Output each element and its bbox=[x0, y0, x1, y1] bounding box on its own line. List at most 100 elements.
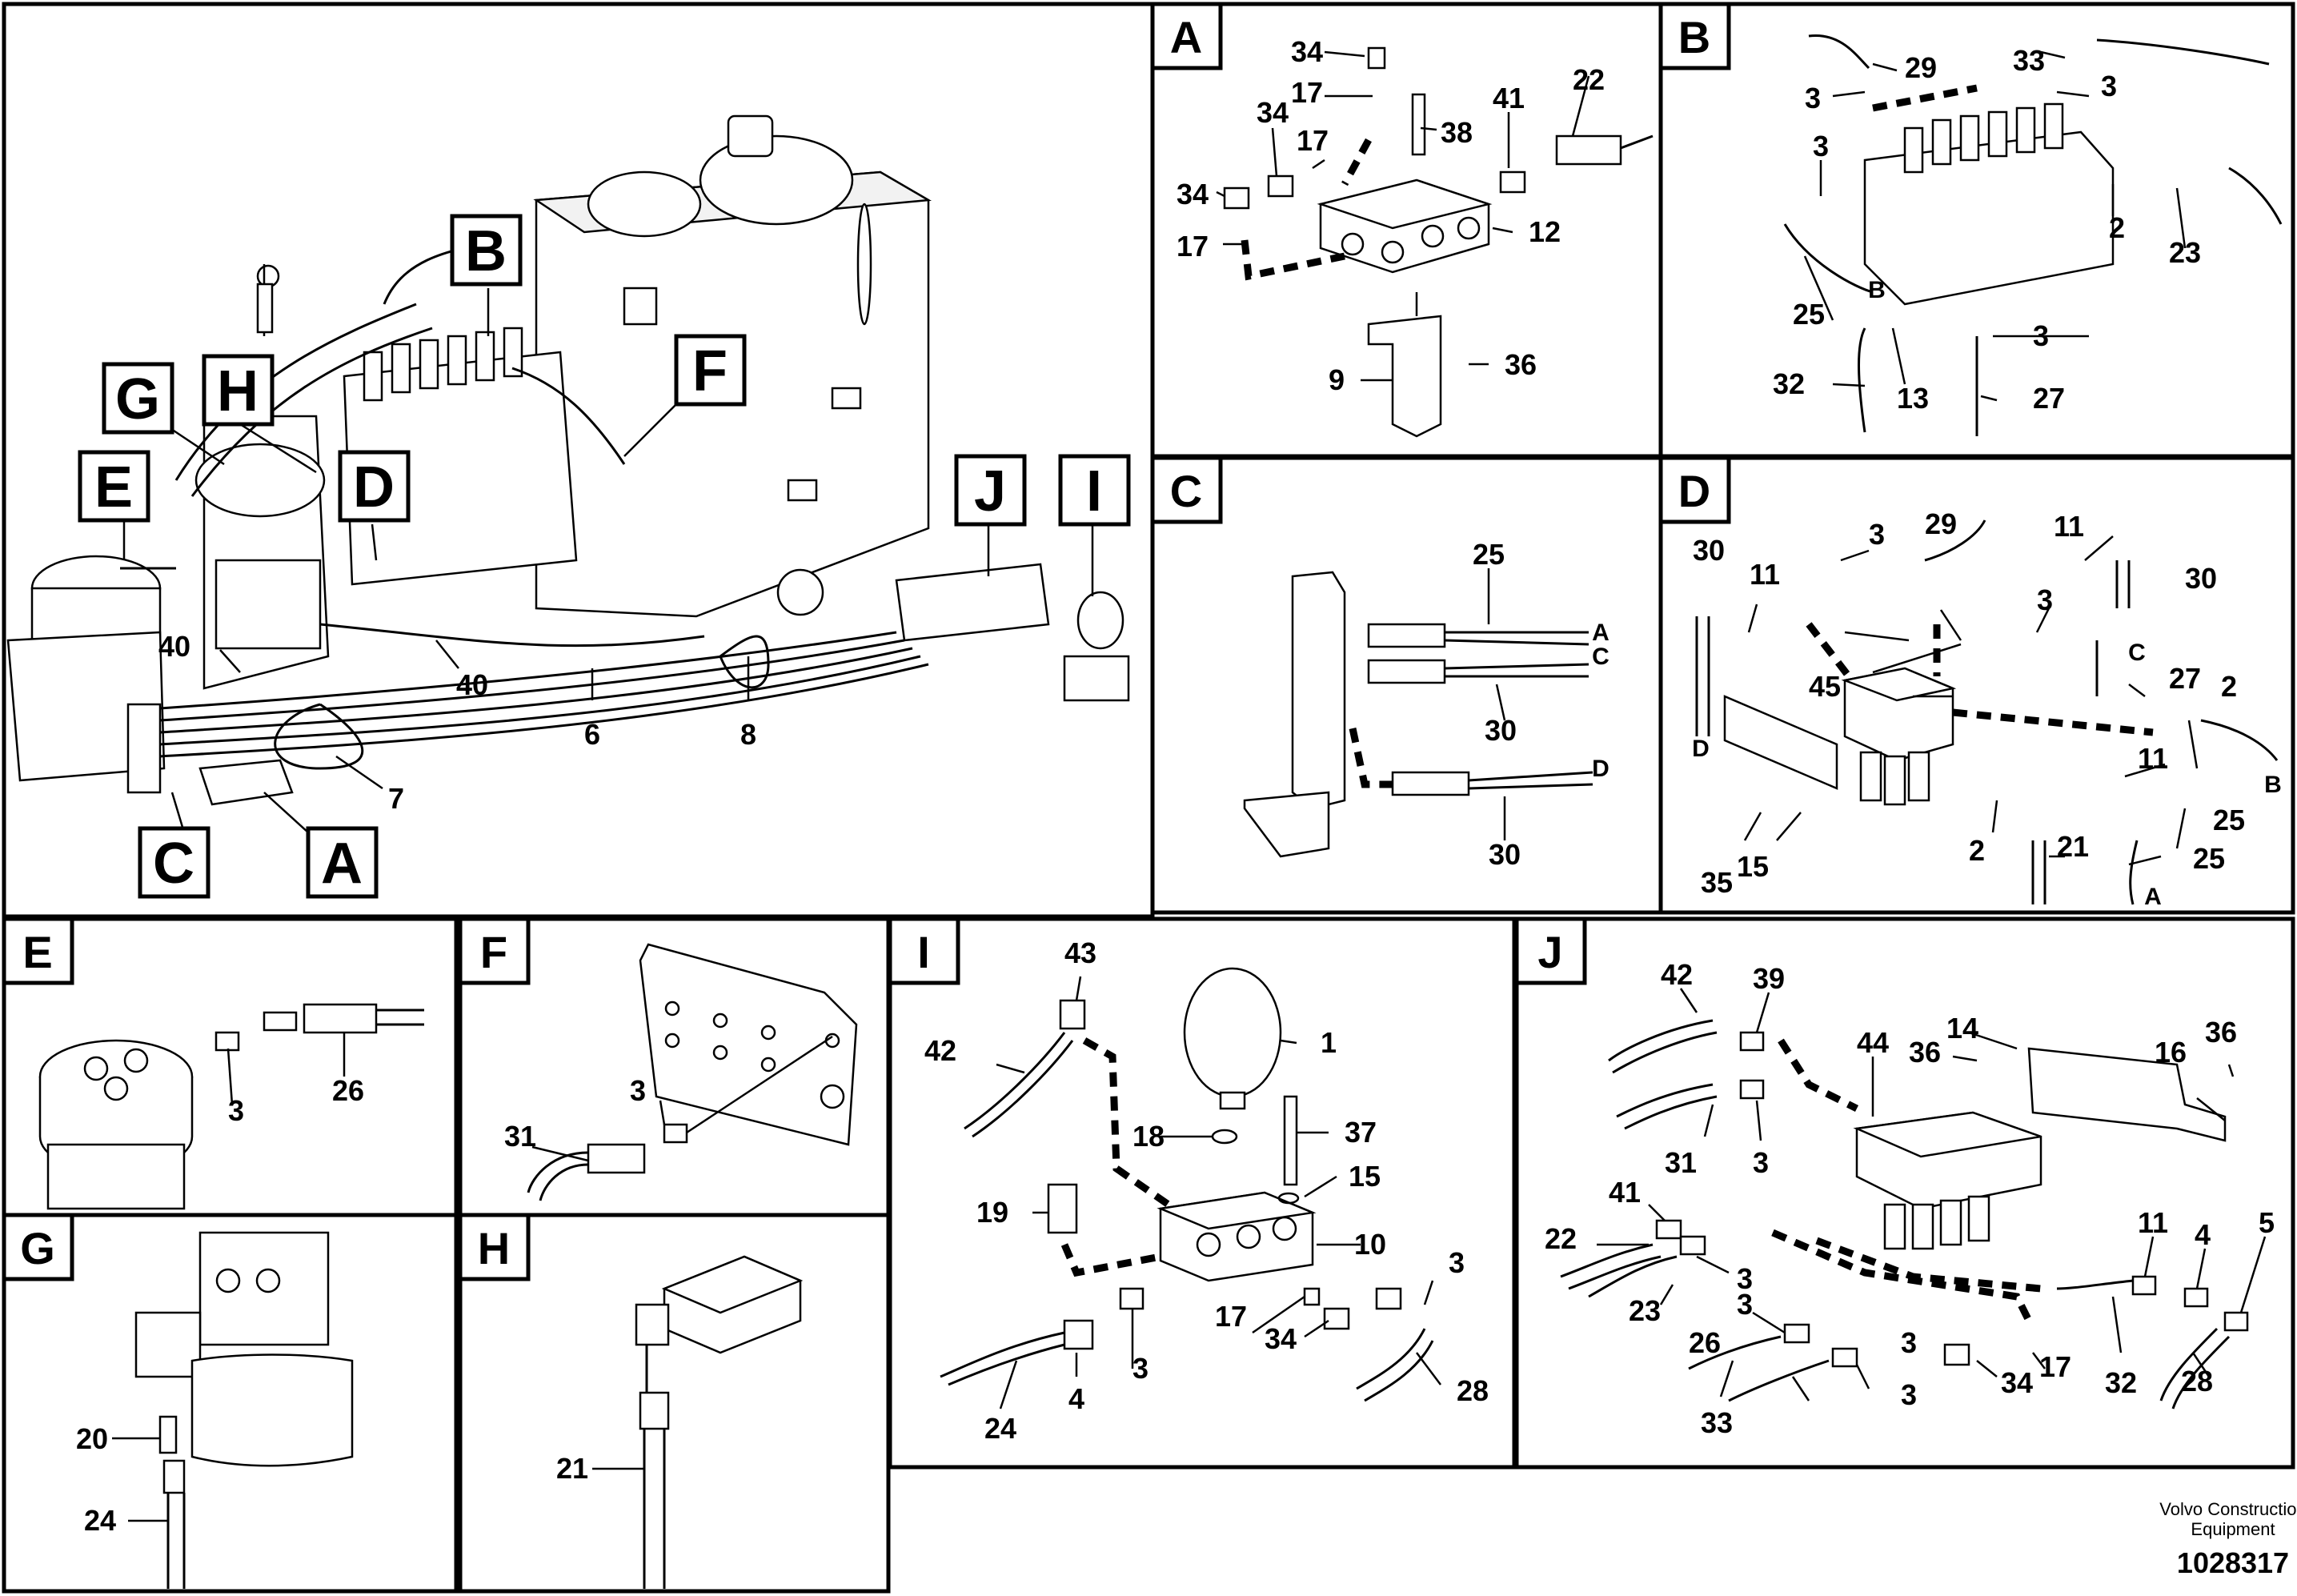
main-view-frame bbox=[2, 2, 1155, 919]
part-d-29: 29 bbox=[1925, 507, 1957, 540]
panel-j: J bbox=[1514, 916, 2295, 1470]
part-b-23: 23 bbox=[2169, 236, 2201, 269]
part-d-21: 21 bbox=[2057, 830, 2089, 863]
part-j-22: 22 bbox=[1545, 1222, 1577, 1255]
part-j-44: 44 bbox=[1857, 1026, 1889, 1059]
part-d-11-top: 11 bbox=[2054, 510, 2084, 543]
part-f-3: 3 bbox=[630, 1074, 646, 1107]
panel-f: F 3 31 bbox=[458, 916, 891, 1217]
callout-h: H bbox=[217, 359, 259, 423]
part-a-34-left: 34 bbox=[1177, 178, 1209, 211]
part-c-25: 25 bbox=[1473, 538, 1505, 571]
part-b-29: 29 bbox=[1905, 51, 1937, 84]
part-d-35: 35 bbox=[1701, 866, 1733, 899]
part-i-18: 18 bbox=[1132, 1120, 1165, 1153]
part-b-13: 13 bbox=[1897, 382, 1929, 415]
part-h-21: 21 bbox=[556, 1452, 588, 1485]
main-assembly-view: E G H D B F J I C A 40 40 7 6 8 bbox=[6, 114, 1131, 899]
callout-e: E bbox=[94, 455, 133, 519]
callout-b: B bbox=[465, 219, 507, 283]
part-a-38: 38 bbox=[1441, 116, 1473, 149]
part-d-30-right: 30 bbox=[2185, 562, 2217, 595]
part-j-16: 16 bbox=[2155, 1036, 2187, 1069]
panel-b: B 29 33 3 3 3 2 23 25 B 3 32 13 27 bbox=[1658, 2, 2295, 459]
part-f-31: 31 bbox=[504, 1120, 536, 1153]
part-b-3-low: 3 bbox=[2033, 319, 2049, 352]
part-g-20: 20 bbox=[76, 1422, 108, 1455]
footer-branding: Volvo Construction Equipment 1028317 bbox=[2159, 1499, 2297, 1579]
panel-d-title: D bbox=[1678, 466, 1710, 516]
part-j-32: 32 bbox=[2105, 1366, 2137, 1399]
part-i-28: 28 bbox=[1457, 1374, 1489, 1407]
part-a-41: 41 bbox=[1493, 82, 1525, 114]
part-j-23: 23 bbox=[1629, 1294, 1661, 1327]
part-j-3-c: 3 bbox=[1737, 1288, 1753, 1321]
part-d-3-mid: 3 bbox=[2037, 583, 2053, 616]
part-j-41: 41 bbox=[1609, 1176, 1641, 1209]
brand-line-2: Equipment bbox=[2191, 1519, 2275, 1539]
part-i-19: 19 bbox=[976, 1196, 1008, 1229]
part-c-a: A bbox=[1592, 620, 1610, 646]
panel-a: A 34 17 34 17 38 41 22 34 17 12 9 36 bbox=[1150, 2, 1663, 459]
panel-g-title: G bbox=[20, 1223, 55, 1273]
part-e-26: 26 bbox=[332, 1074, 364, 1107]
part-a-36: 36 bbox=[1505, 348, 1537, 381]
part-i-42: 42 bbox=[924, 1034, 956, 1067]
part-a-17-top: 17 bbox=[1291, 76, 1323, 109]
part-b-3-left: 3 bbox=[1805, 82, 1821, 114]
panel-h-title: H bbox=[478, 1223, 510, 1273]
part-i-34: 34 bbox=[1265, 1322, 1297, 1355]
part-c-30-bottom: 30 bbox=[1489, 838, 1521, 871]
part-j-39: 39 bbox=[1753, 962, 1785, 995]
part-d-b: B bbox=[2264, 772, 2282, 798]
part-j-36-right: 36 bbox=[2205, 1016, 2237, 1049]
part-j-11: 11 bbox=[2138, 1206, 2168, 1239]
part-b-3-right: 3 bbox=[2101, 70, 2117, 102]
part-d-a: A bbox=[2144, 884, 2162, 910]
part-j-3-d: 3 bbox=[1901, 1326, 1917, 1359]
part-d-15: 15 bbox=[1737, 850, 1769, 883]
panel-h: H 21 bbox=[458, 1213, 891, 1594]
part-j-4: 4 bbox=[2195, 1218, 2211, 1251]
part-j-34: 34 bbox=[2001, 1366, 2033, 1399]
part-j-5: 5 bbox=[2259, 1206, 2275, 1239]
part-a-9: 9 bbox=[1329, 363, 1345, 396]
main-part-40b: 40 bbox=[456, 668, 488, 701]
part-d-11-low: 11 bbox=[2138, 742, 2168, 775]
part-j-42: 42 bbox=[1661, 958, 1693, 991]
panel-d: D 29 3 11 30 11 30 3 45 C 27 2 D bbox=[1658, 455, 2295, 915]
part-i-10: 10 bbox=[1354, 1228, 1386, 1261]
panel-i-title: I bbox=[917, 927, 930, 977]
part-b-2: 2 bbox=[2109, 211, 2125, 244]
part-j-3-b: 3 bbox=[1737, 1262, 1753, 1295]
part-j-17: 17 bbox=[2039, 1350, 2071, 1383]
part-i-15: 15 bbox=[1349, 1160, 1381, 1193]
main-part-7: 7 bbox=[388, 782, 404, 815]
part-j-36-left: 36 bbox=[1909, 1036, 1941, 1069]
part-i-4: 4 bbox=[1068, 1382, 1084, 1415]
panel-e: E 3 26 bbox=[2, 916, 459, 1217]
panel-i: I 43 1 42 18 37 bbox=[888, 916, 1517, 1470]
callout-d: D bbox=[353, 455, 395, 519]
part-d-c: C bbox=[2128, 640, 2146, 666]
part-b-27: 27 bbox=[2033, 382, 2065, 415]
part-d-45: 45 bbox=[1809, 670, 1841, 703]
part-b-25: 25 bbox=[1793, 298, 1825, 331]
part-j-14: 14 bbox=[1946, 1012, 1978, 1045]
panel-b-title: B bbox=[1678, 12, 1710, 62]
callout-g: G bbox=[115, 367, 160, 431]
part-a-12: 12 bbox=[1529, 215, 1561, 248]
panel-g: G 20 24 bbox=[2, 1213, 459, 1594]
part-i-24: 24 bbox=[984, 1412, 1016, 1445]
part-i-37: 37 bbox=[1345, 1116, 1377, 1149]
main-part-6: 6 bbox=[584, 718, 600, 751]
main-part-40a: 40 bbox=[158, 630, 190, 663]
part-i-43: 43 bbox=[1064, 936, 1096, 969]
panel-e-title: E bbox=[22, 927, 52, 977]
part-a-17-left: 17 bbox=[1177, 230, 1209, 263]
part-d-3-top: 3 bbox=[1869, 518, 1885, 551]
part-b-32: 32 bbox=[1773, 367, 1805, 400]
part-a-34-mid: 34 bbox=[1257, 96, 1289, 129]
part-d-30-left: 30 bbox=[1693, 534, 1725, 567]
